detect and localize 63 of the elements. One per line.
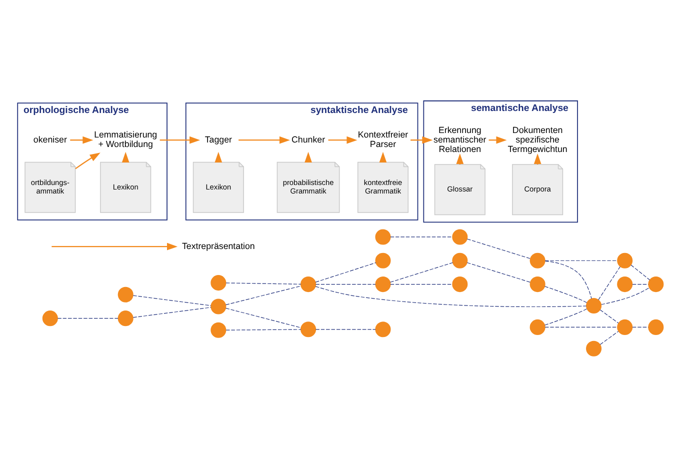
node-text: Erkennung semantischer Relationen: [434, 124, 486, 154]
node-circle: [210, 274, 226, 290]
arrow: [52, 242, 178, 250]
arrow: [410, 136, 433, 144]
connector: [600, 309, 619, 323]
node-circle: [375, 321, 391, 337]
node-circle: [300, 276, 316, 292]
node-circle: [530, 318, 546, 334]
node-circle: [300, 321, 316, 337]
node-circle: [210, 298, 226, 314]
node-circle: [452, 228, 468, 244]
connector: [600, 330, 619, 344]
node-circle: [617, 318, 633, 334]
connector: [632, 326, 649, 327]
node-circle: [210, 322, 226, 338]
connector: [466, 262, 531, 282]
node-circle: [530, 276, 546, 292]
node-circle: [648, 318, 664, 334]
connector: [132, 294, 212, 306]
connector: [598, 266, 620, 300]
node-circle: [452, 276, 468, 292]
node-circle: [617, 276, 633, 292]
node-circle: [648, 276, 664, 292]
arrow: [160, 136, 200, 144]
node-circle: [375, 252, 391, 268]
connector: [630, 264, 650, 280]
connector: [544, 308, 588, 325]
arrow: [238, 136, 290, 144]
node-text: Chunker: [292, 134, 326, 144]
connector: [226, 282, 302, 284]
arrow: [328, 136, 358, 144]
node-circle: [530, 252, 546, 268]
connector: [132, 306, 212, 318]
arrow: [70, 136, 94, 144]
node-text: Lemmatisierung + Wortbildung: [94, 129, 158, 149]
node-circle: [118, 286, 134, 302]
node-circle: [586, 340, 602, 356]
connector: [544, 326, 618, 327]
connector: [390, 262, 454, 282]
node-circle: [42, 310, 58, 326]
node-text: okeniser: [33, 134, 67, 144]
node-text: Dokumenten spezifische Termgewichtun: [508, 124, 568, 154]
connector: [466, 238, 531, 258]
arrow: [75, 152, 100, 169]
node-text: Kontextfreier Parser: [358, 129, 408, 149]
node-circle: [617, 252, 633, 268]
node-circle: [586, 297, 602, 314]
node-text: Tagger: [204, 134, 232, 144]
connector: [226, 328, 302, 330]
connector: [544, 260, 592, 298]
node-circle: [375, 276, 391, 292]
connector: [390, 236, 453, 237]
connector: [315, 262, 376, 282]
node-circle: [375, 228, 391, 244]
connector: [316, 328, 376, 330]
connector: [315, 286, 587, 307]
node-circle: [452, 252, 468, 268]
node-circle: [118, 310, 134, 326]
connector: [226, 285, 302, 305]
connector: [226, 307, 302, 328]
connector: [544, 286, 588, 302]
connector: [601, 287, 650, 304]
node-text: Textrepräsentation: [182, 240, 255, 250]
